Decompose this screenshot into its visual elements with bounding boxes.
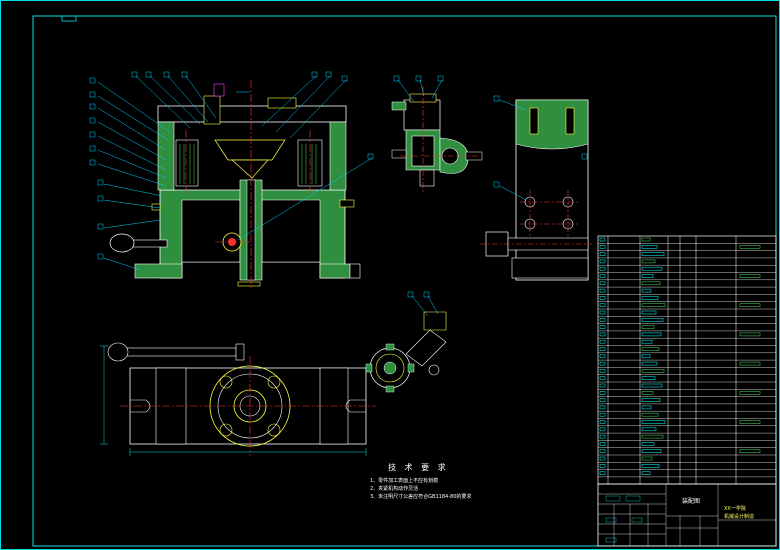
parts-row-name-mark	[641, 237, 651, 242]
parts-row-number-mark	[599, 383, 606, 388]
parts-row-material-mark	[739, 420, 761, 424]
parts-row-name-mark	[641, 405, 652, 410]
notes-title: 技 术 要 求	[388, 462, 449, 472]
parts-row-number-mark	[599, 325, 606, 329]
parts-row-number-mark	[599, 361, 606, 366]
parts-row-number-mark	[599, 390, 606, 395]
parts-row-number-mark	[599, 310, 606, 315]
parts-row-name-mark	[641, 471, 651, 475]
technical-requirements: 技 术 要 求 1、零件加工表面上不应有划痕 2、夹紧机构动作灵活 3、未注明尺…	[370, 462, 471, 500]
parts-row-number-mark	[599, 427, 606, 432]
side-view	[391, 75, 483, 192]
parts-row-number-mark	[599, 266, 606, 271]
parts-row-name-mark	[641, 361, 658, 366]
parts-row-name-mark	[641, 266, 663, 271]
parts-row-number-mark	[599, 303, 606, 308]
parts-row-name-mark	[641, 303, 666, 308]
parts-row-material-mark	[739, 303, 761, 308]
parts-row-number-mark	[599, 332, 606, 337]
parts-row-name-mark	[641, 332, 662, 337]
parts-row-number-mark	[599, 237, 606, 242]
parts-row-name-mark	[641, 252, 665, 256]
front-section-view	[89, 71, 374, 290]
parts-row-number-mark	[599, 376, 606, 381]
top-view	[100, 342, 376, 456]
parts-row-number-mark	[599, 463, 606, 468]
parts-row-number-mark	[599, 347, 606, 351]
parts-row-name-mark	[641, 449, 662, 454]
company-line-2: 机械设计制造	[724, 513, 754, 520]
parts-row-number-mark	[599, 412, 606, 417]
parts-row-name-mark	[641, 325, 655, 329]
parts-row-number-mark	[599, 420, 606, 424]
parts-row-name-mark	[641, 317, 664, 322]
right-view	[480, 95, 592, 281]
parts-row-number-mark	[599, 442, 606, 446]
parts-row-number-mark	[599, 471, 606, 475]
parts-row-material-mark	[739, 274, 761, 278]
parts-row-name-mark	[641, 398, 661, 402]
parts-row-name-mark	[641, 281, 661, 286]
parts-row-name-mark	[641, 456, 653, 461]
title-block: 装配图 XX一学院 机械设计制造	[597, 483, 777, 547]
parts-row-number-mark	[599, 288, 606, 293]
parts-row-name-mark	[641, 376, 656, 381]
detail-view	[365, 291, 447, 393]
parts-row-name-mark	[641, 390, 654, 395]
parts-row-number-mark	[599, 296, 606, 300]
parts-row-material-mark	[739, 449, 761, 454]
parts-row-name-mark	[641, 274, 654, 278]
parts-row-number-mark	[599, 398, 606, 402]
parts-row-name-mark	[641, 412, 659, 417]
parts-row-name-mark	[641, 420, 666, 424]
parts-row-number-mark	[599, 252, 606, 256]
parts-row-number-mark	[599, 369, 606, 373]
parts-row-material-mark	[739, 390, 761, 395]
parts-row-number-mark	[599, 434, 606, 439]
parts-row-number-mark	[599, 354, 606, 359]
parts-row-number-mark	[599, 274, 606, 278]
parts-row-name-mark	[641, 245, 658, 249]
parts-row-material-mark	[739, 332, 761, 337]
notes-line-2: 2、夹紧机构动作灵活	[370, 485, 418, 492]
parts-row-name-mark	[641, 259, 656, 264]
parts-row-number-mark	[599, 245, 606, 249]
parts-list	[597, 235, 777, 485]
parts-row-name-mark	[641, 383, 663, 388]
parts-row-name-mark	[641, 427, 657, 432]
parts-row-number-mark	[599, 281, 606, 286]
parts-row-name-mark	[641, 310, 657, 315]
parts-row-name-mark	[641, 288, 652, 293]
parts-row-name-mark	[641, 296, 659, 300]
parts-row-material-mark	[739, 245, 761, 249]
parts-row-material-mark	[739, 361, 761, 366]
notes-line-3: 3、未注明尺寸公差应符合GB1184-80的要求	[370, 493, 471, 500]
parts-row-name-mark	[641, 339, 653, 344]
parts-row-number-mark	[599, 259, 606, 264]
parts-row-name-mark	[641, 354, 651, 359]
parts-row-number-mark	[599, 405, 606, 410]
parts-row-name-mark	[641, 463, 660, 468]
parts-row-name-mark	[641, 442, 655, 446]
company-line-1: XX一学院	[724, 505, 746, 512]
drawing-name: 装配图	[682, 497, 700, 505]
notes-line-1: 1、零件加工表面上不应有划痕	[370, 477, 438, 484]
parts-row-name-mark	[641, 434, 664, 439]
parts-row-number-mark	[599, 449, 606, 454]
parts-row-number-mark	[599, 339, 606, 344]
parts-row-number-mark	[599, 317, 606, 322]
parts-row-name-mark	[641, 369, 665, 373]
parts-row-name-mark	[641, 347, 660, 351]
parts-row-number-mark	[599, 456, 606, 461]
